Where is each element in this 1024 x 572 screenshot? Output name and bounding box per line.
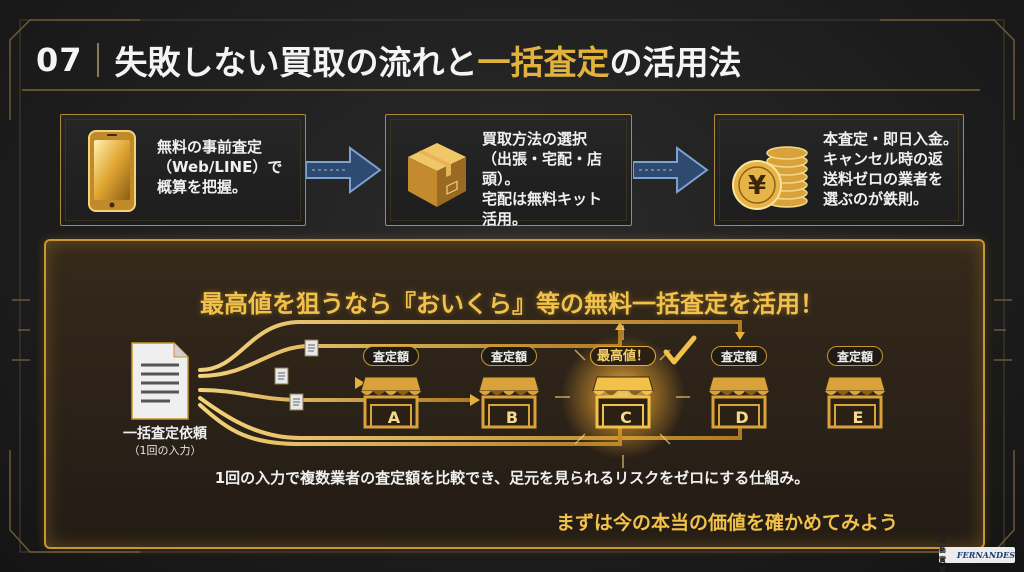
document-icon xyxy=(289,393,304,411)
step-card-2: 買取方法の選択 （出張・宅配・店頭）。 宅配は無料キット 活用。 xyxy=(385,114,632,228)
arrow-right-icon xyxy=(306,146,382,194)
svg-text:¥: ¥ xyxy=(748,171,766,201)
title-text-highlight: 一括査定 xyxy=(477,43,610,82)
store-letter: B xyxy=(506,408,518,427)
checkmark-icon xyxy=(663,335,697,365)
request-sublabel: （1回の入力） xyxy=(128,444,202,457)
appraisal-badge: 査定額 xyxy=(827,346,883,366)
brand-logo: 圓藝實業 FERNANDES xyxy=(939,536,1015,572)
request-label: 一括査定依頼 xyxy=(123,426,207,442)
smartphone-icon xyxy=(88,130,136,212)
best-price-badge: 最高値！ xyxy=(590,346,656,366)
store-c-icon xyxy=(592,376,654,429)
store-letter: A xyxy=(388,408,401,427)
call-to-action: まずは今の本当の価値を確かめてみよう xyxy=(556,512,899,534)
title-text: 失敗しない買取の流れと一括査定の活用法 xyxy=(115,36,742,84)
brand-text-a: 圓藝實業 xyxy=(939,536,946,572)
store-e-icon xyxy=(824,376,886,429)
appraisal-badge: 査定額 xyxy=(481,346,537,366)
step-text-3: 本査定・即日入金。 キャンセル時の返 送料ゼロの業者を 選ぶのが鉄則。 xyxy=(823,130,959,208)
step-text-2: 買取方法の選択 （出張・宅配・店頭）。 宅配は無料キット 活用。 xyxy=(482,130,603,228)
store-letter: D xyxy=(735,408,748,427)
title-text-after: の活用法 xyxy=(609,43,742,82)
appraisal-badge: 査定額 xyxy=(711,346,767,366)
cardboard-box-icon xyxy=(408,143,466,207)
panel-heading: 最高値を狙うなら『おいくら』等の無料一括査定を活用！ xyxy=(200,290,824,318)
yen-coins-icon: ¥ xyxy=(732,146,808,210)
arrow-right-icon xyxy=(633,146,709,194)
store-b-icon xyxy=(478,376,540,429)
title-divider xyxy=(96,43,99,77)
step-text-1: 無料の事前査定 （Web/LINE）で 概算を把握。 xyxy=(157,138,283,196)
document-icon xyxy=(274,367,289,385)
title-number: 07 xyxy=(36,41,83,79)
appraisal-badge: 査定額 xyxy=(363,346,419,366)
store-letter: C xyxy=(620,408,632,427)
page-title: 07 失敗しない買取の流れと一括査定の活用法 xyxy=(36,34,742,86)
request-document-icon xyxy=(131,342,189,420)
step-card-1: 無料の事前査定 （Web/LINE）で 概算を把握。 xyxy=(60,114,306,226)
store-letter: E xyxy=(853,408,864,427)
step-card-3: ¥ 本査定・即日入金。 キャンセル時の返 送料ゼロの業者を 選ぶのが鉄則。 xyxy=(714,114,964,226)
store-d-icon xyxy=(708,376,770,429)
panel-footnote: 1回の入力で複数業者の査定額を比較でき、足元を見られるリスクをゼロにする仕組み。 xyxy=(214,469,810,487)
brand-text-b: FERNANDES xyxy=(956,550,1015,560)
document-icon xyxy=(304,339,319,357)
store-a-icon xyxy=(360,376,422,429)
title-text-before: 失敗しない買取の流れと xyxy=(114,43,478,82)
